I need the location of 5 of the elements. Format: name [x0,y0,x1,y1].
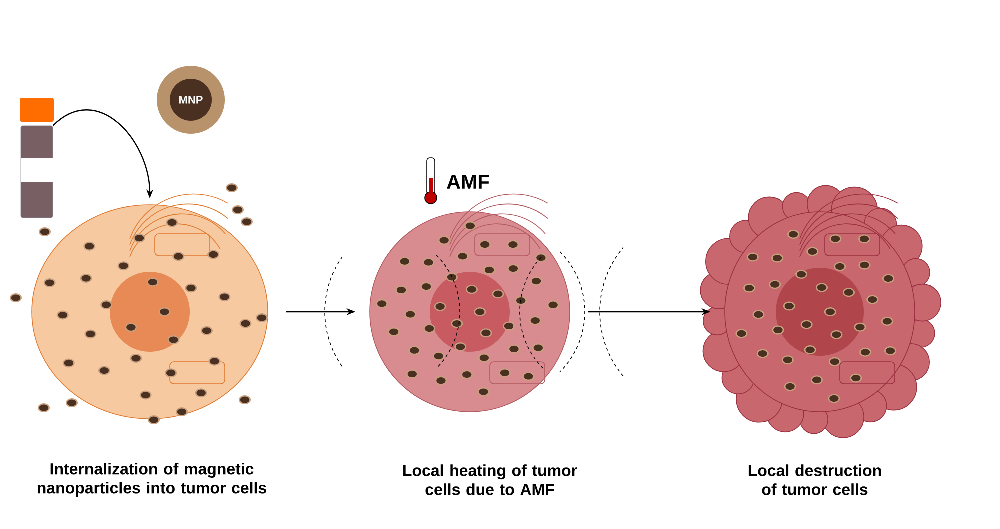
node-label: Local heating of tumor cells due to AMF [404,464,578,496]
label: AMF [447,175,490,189]
node-label: Local destruction of tumor cells [748,464,882,496]
node-label: Internalization of magnetic nanoparticles into tumor cells [38,463,266,497]
vial-drawing [20,98,54,218]
